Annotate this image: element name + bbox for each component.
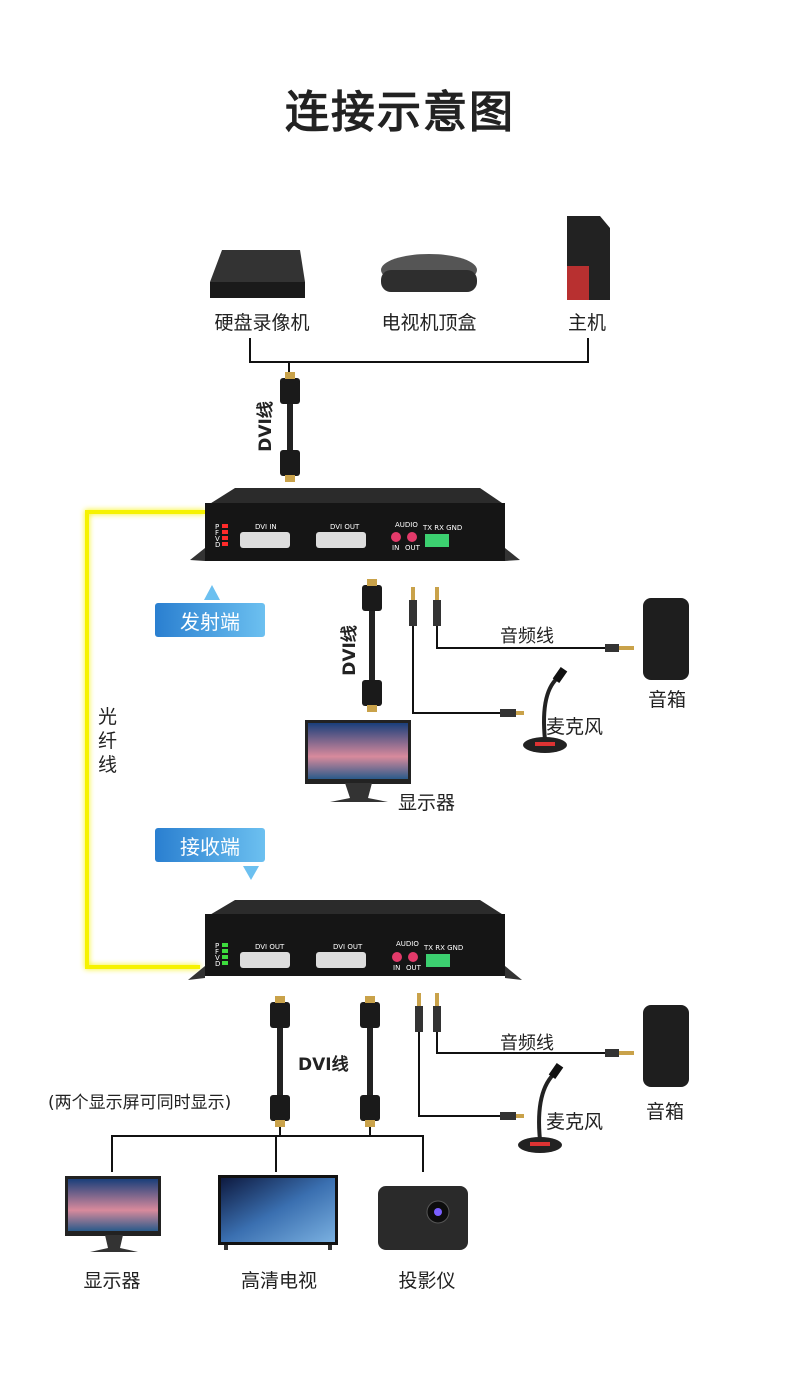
speaker-label: 音箱 — [647, 689, 687, 711]
svg-text:DVI IN: DVI IN — [255, 523, 277, 531]
svg-text:AUDIO: AUDIO — [396, 940, 419, 948]
svg-text:F: F — [215, 529, 219, 537]
svg-text:TX RX GND: TX RX GND — [422, 524, 462, 532]
mic-label: 麦克风 — [546, 1111, 604, 1133]
source-bracket — [249, 338, 589, 363]
microphone-icon — [518, 1062, 564, 1153]
svg-text:V: V — [215, 954, 220, 962]
source-label-dvr: 硬盘录像机 — [214, 312, 310, 334]
pc-tower-icon — [567, 216, 610, 300]
fiber-cable — [85, 510, 205, 969]
receiver-badge: 接收端 — [155, 828, 265, 862]
svg-text:AUDIO: AUDIO — [395, 521, 418, 529]
svg-text:F: F — [215, 948, 219, 956]
output-label-tv: 高清电视 — [240, 1270, 318, 1292]
svg-text:DVI OUT: DVI OUT — [255, 943, 285, 951]
output-label-monitor: 显示器 — [83, 1270, 141, 1292]
fiber-label-char: 光 — [98, 706, 118, 728]
svg-text:P: P — [215, 942, 219, 950]
dvi-cable-icon — [362, 579, 382, 712]
svg-text:IN: IN — [392, 544, 399, 552]
dvi-cable-icon — [280, 372, 300, 482]
svg-text:IN: IN — [393, 964, 400, 972]
up-arrow-icon — [204, 585, 220, 600]
output-bracket — [111, 1135, 424, 1172]
dvr-icon — [210, 250, 305, 298]
down-arrow-icon — [243, 866, 259, 880]
dvi-cable-label: DVI线 — [255, 401, 276, 452]
page-title: 连接示意图 — [285, 87, 515, 138]
dvi-cable-label: DVI线 — [298, 1055, 349, 1075]
monitor-icon — [305, 720, 411, 802]
audio-cables — [412, 625, 610, 714]
transmitter-badge: 发射端 — [155, 603, 265, 637]
dvi-cable-icon — [360, 996, 380, 1127]
svg-text:P: P — [215, 523, 219, 531]
source-label-stb: 电视机顶盒 — [381, 312, 477, 334]
speaker-label: 音箱 — [645, 1101, 685, 1123]
speaker-icon — [643, 598, 689, 680]
svg-text:OUT: OUT — [406, 964, 422, 972]
svg-text:DVI OUT: DVI OUT — [330, 523, 360, 531]
projector-icon — [378, 1186, 468, 1250]
tv-icon — [218, 1175, 338, 1250]
speaker-icon — [643, 1005, 689, 1087]
svg-text:DVI OUT: DVI OUT — [333, 943, 363, 951]
svg-text:V: V — [215, 535, 220, 543]
dvi-cable-label: DVI线 — [339, 625, 360, 676]
svg-text:TX RX GND: TX RX GND — [423, 944, 463, 952]
svg-text:OUT: OUT — [405, 544, 421, 552]
svg-text:D: D — [215, 541, 220, 549]
audio-cable-label: 音频线 — [500, 626, 554, 647]
transmitter-device — [190, 488, 520, 561]
receiver-device — [188, 900, 522, 980]
monitor-icon — [65, 1176, 161, 1252]
fiber-label-char: 纤 — [98, 730, 118, 752]
set-top-box-icon — [381, 254, 477, 292]
microphone-icon — [523, 666, 568, 753]
source-label-pc: 主机 — [567, 312, 607, 334]
fiber-label-char: 线 — [98, 754, 118, 776]
output-label-projector: 投影仪 — [398, 1270, 456, 1292]
monitor-label: 显示器 — [398, 792, 456, 814]
svg-text:D: D — [215, 960, 220, 968]
dual-display-note: (两个显示屏可同时显示) — [48, 1093, 232, 1113]
dvi-cable-icon — [270, 996, 290, 1127]
audio-cable-label: 音频线 — [500, 1033, 554, 1054]
mic-label: 麦克风 — [546, 716, 604, 738]
